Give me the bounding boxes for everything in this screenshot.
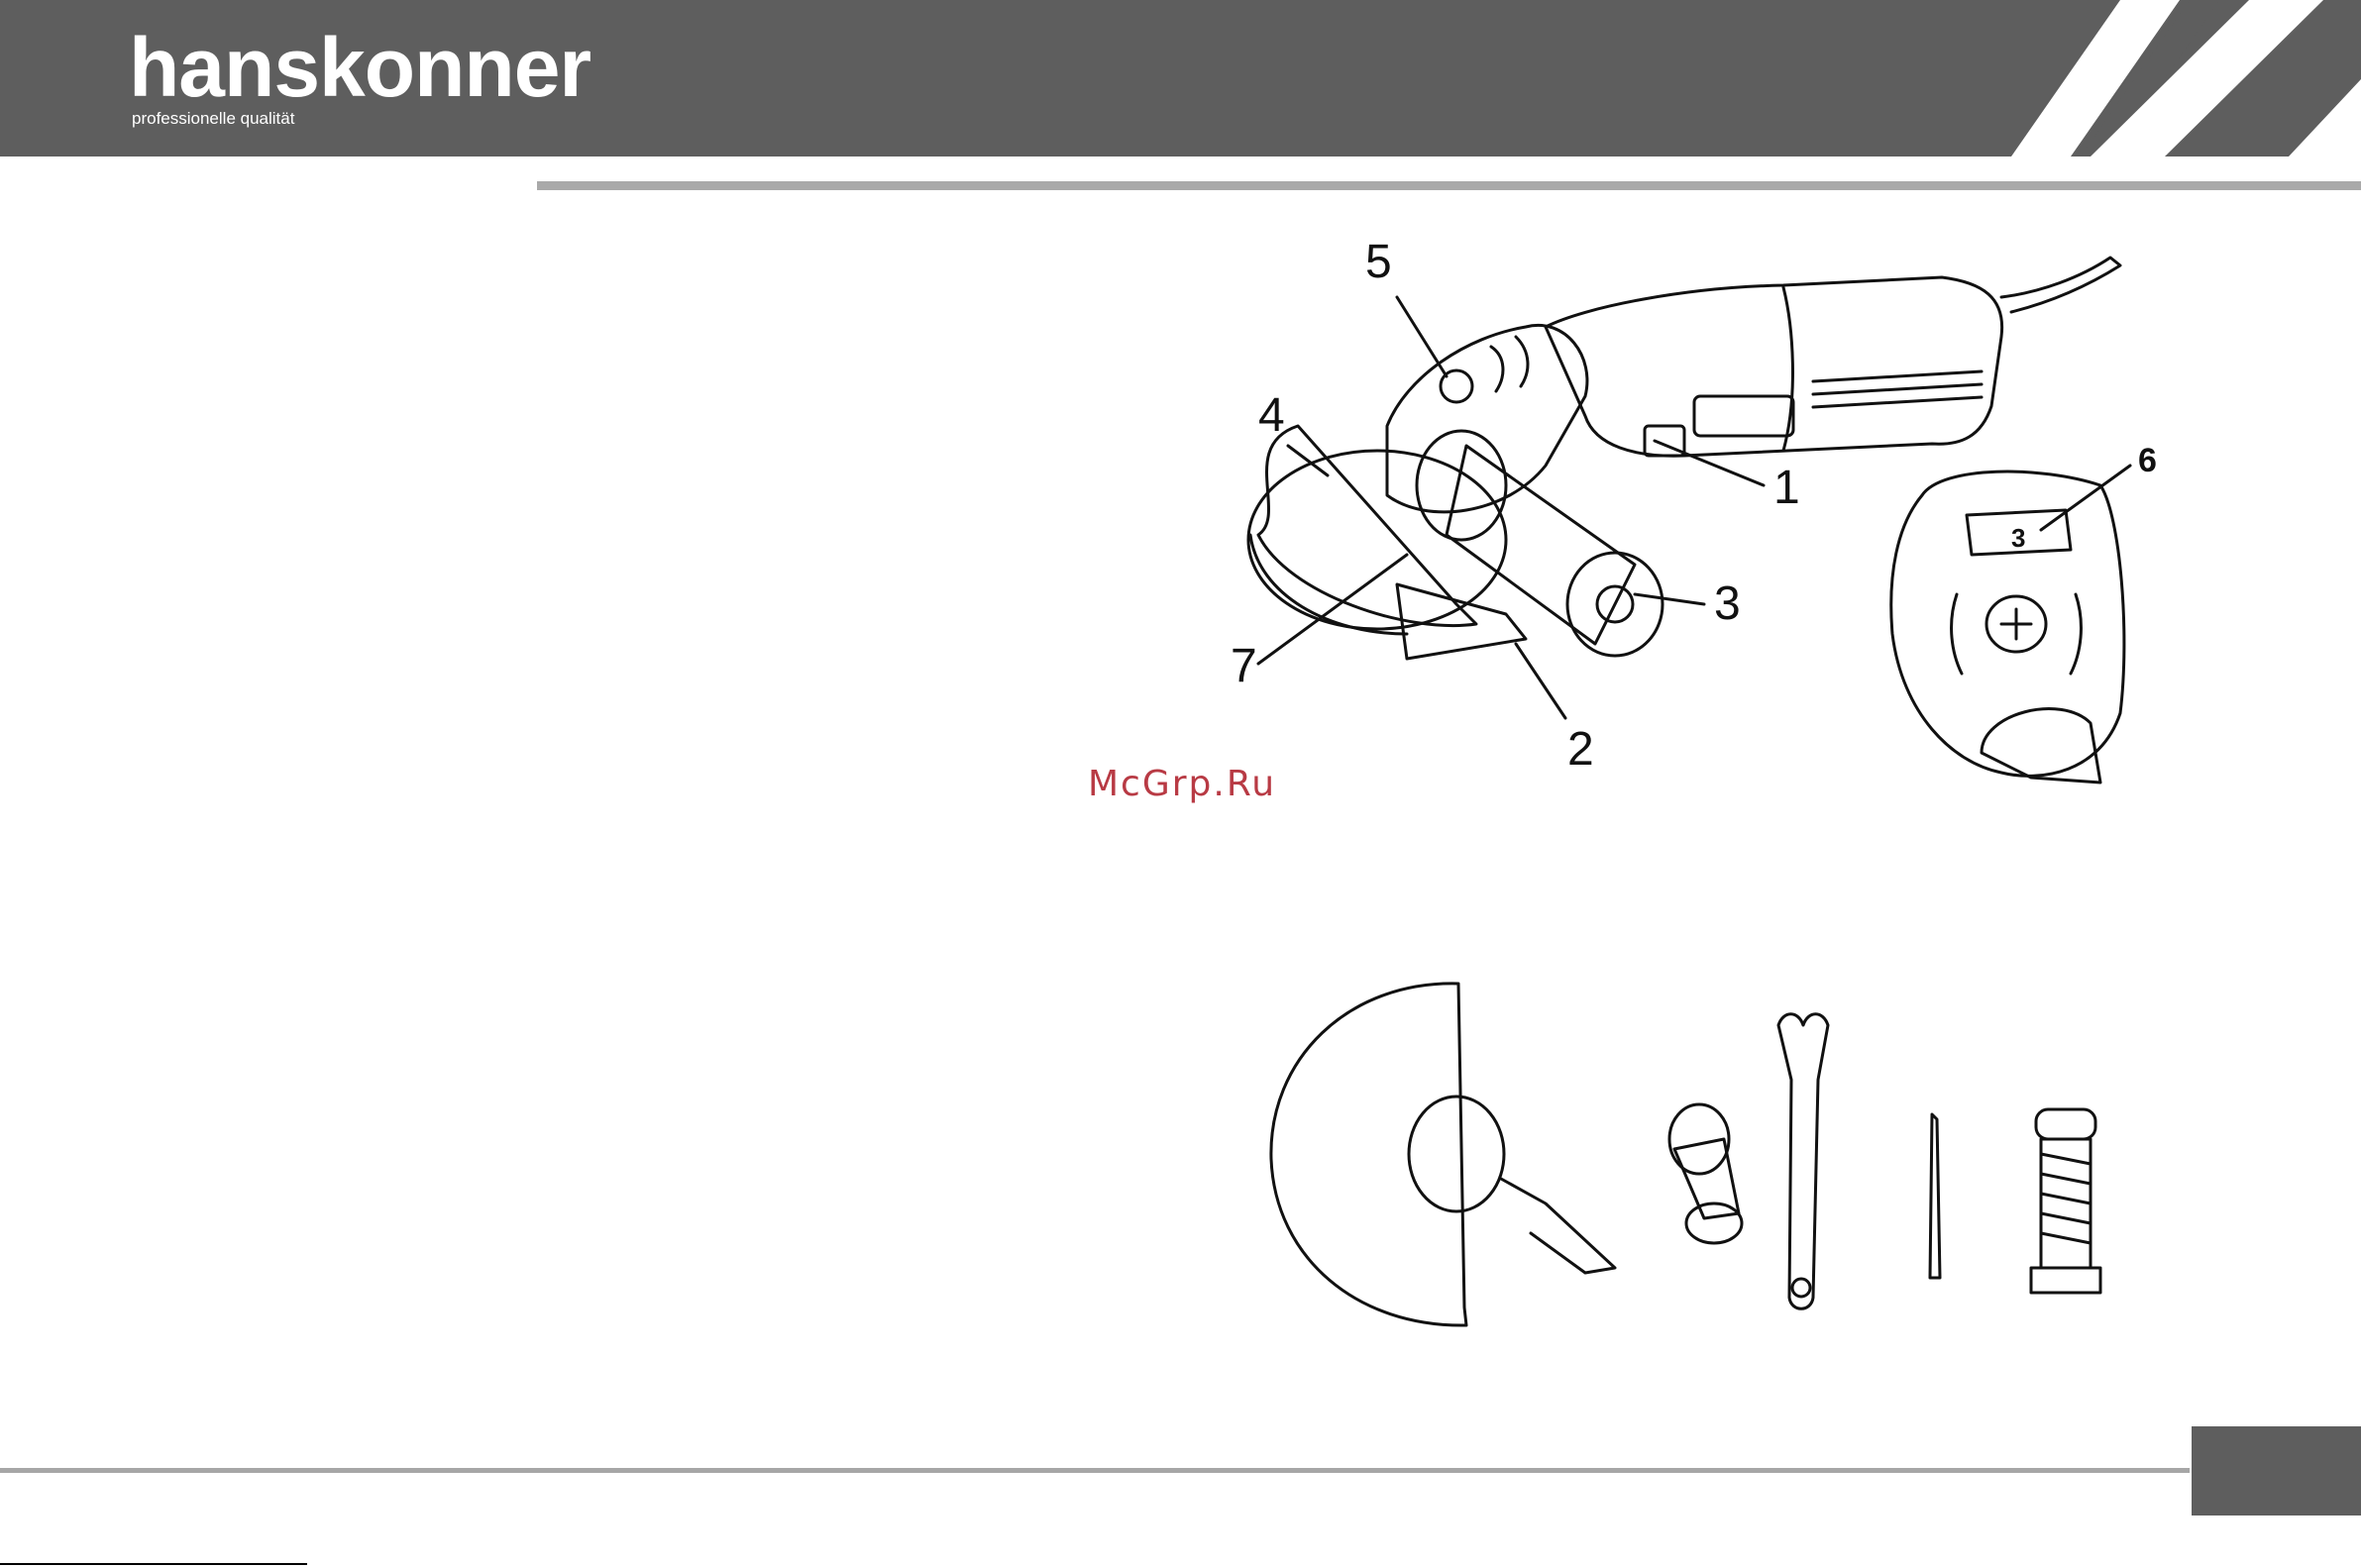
body-label [1694, 396, 1793, 436]
callout-6: 6 [2138, 436, 2157, 485]
accessory-pin [1930, 1114, 1940, 1278]
handle-flange [1417, 431, 1506, 540]
accessory-spanner-wrench [1778, 1014, 1828, 1309]
accessory-guard [1271, 984, 1466, 1325]
spanner-hole [1792, 1279, 1810, 1297]
head-vent-1 [1491, 347, 1503, 391]
callout-2: 2 [1567, 725, 1594, 775]
power-cord [2001, 258, 2120, 312]
inset-slot-left [1952, 594, 1962, 674]
guard-rim [1250, 535, 1407, 634]
accessory-handle-end [1686, 1203, 1742, 1243]
accessory-guard-lever [1501, 1179, 1615, 1273]
leader-3 [1635, 594, 1704, 604]
speed-dial-digit: 3 [2011, 513, 2025, 563]
inset-slot-right [2071, 594, 2081, 674]
footnote-rule [0, 1563, 307, 1565]
side-handle-grip [1447, 446, 1635, 644]
grinder-body [1546, 277, 2002, 456]
bottom-divider [0, 1468, 2190, 1473]
callout-7: 7 [1231, 642, 1257, 691]
leader-5 [1397, 297, 1447, 376]
head-vent-2 [1516, 337, 1528, 386]
accessory-bolt-head [2036, 1109, 2095, 1139]
accessory-bolt-nut [2031, 1268, 2100, 1293]
leader-1 [1655, 441, 1764, 485]
callout-4: 4 [1258, 391, 1285, 441]
body-vents [1813, 371, 1982, 407]
callout-1: 1 [1773, 464, 1800, 513]
phillips-cross [2001, 609, 2031, 639]
page-number-box [2192, 1426, 2361, 1516]
accessory-guard-clamp [1409, 1097, 1504, 1211]
leader-7 [1258, 555, 1407, 664]
callout-3: 3 [1714, 579, 1741, 629]
leader-2 [1516, 644, 1565, 718]
watermark: McGrp.Ru [1088, 763, 1276, 806]
callout-5: 5 [1365, 238, 1392, 287]
bolt-threads [2041, 1154, 2091, 1243]
body-seam [1783, 287, 1792, 451]
